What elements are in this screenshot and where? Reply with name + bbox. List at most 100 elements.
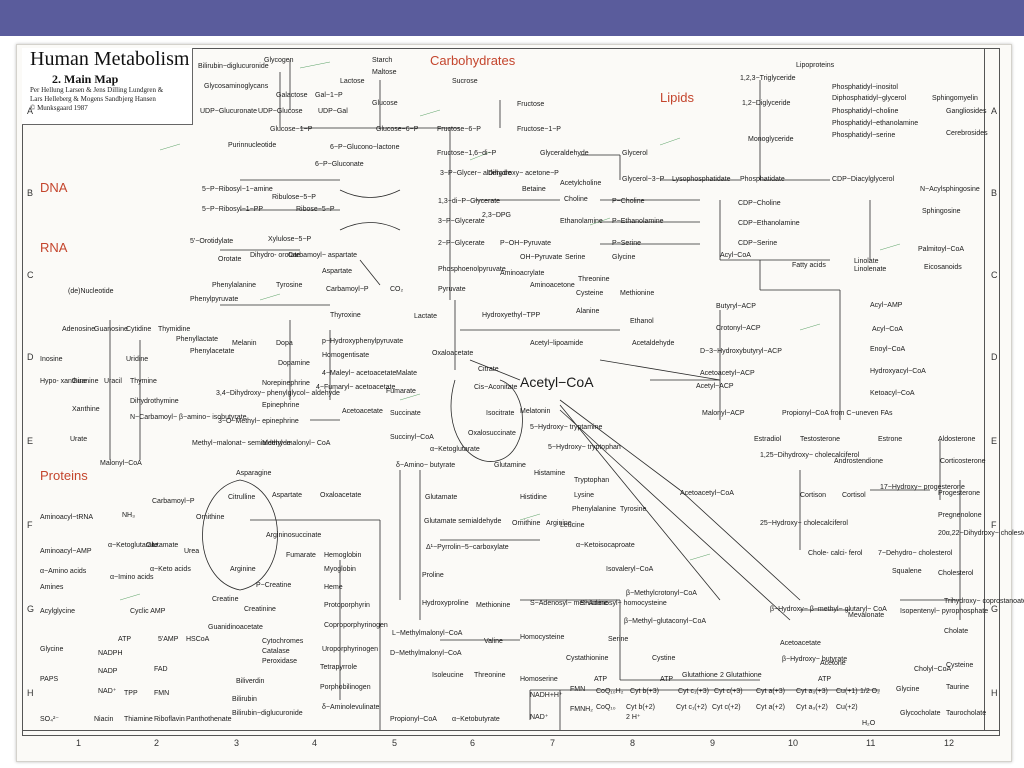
metabolite-bpg: 1,3−di−P−Glycerate — [438, 198, 501, 205]
metabolite-ornithine: Ornithine — [512, 520, 541, 527]
metabolite-lysophosphatidate: Lysophosphatidate — [672, 176, 731, 183]
metabolite-pserine: P−Serine — [612, 240, 641, 247]
metabolite-nad: NAD⁺ — [98, 688, 117, 695]
metabolite-oxaloacetate2: Oxaloacetate — [320, 492, 362, 499]
column-number: 7 — [550, 738, 556, 748]
metabolite-uridine: Uridine — [126, 356, 149, 363]
metabolite-tyrosine2: Tyrosine — [276, 282, 303, 289]
metabolite-atp-c: ATP — [818, 676, 832, 683]
metabolite-porphobilinogen: Porphobilinogen — [320, 684, 371, 691]
metabolite-melatonin: Melatonin — [520, 408, 551, 415]
metabolite-amines: Amines — [40, 584, 64, 591]
metabolite-oxalosuccinate: Oxalosuccinate — [468, 430, 516, 437]
column-number: 10 — [788, 738, 799, 748]
metabolite-glyceraldehyde: Glyceraldehyde — [540, 150, 589, 157]
metabolite-ketoglutarate2: α−Ketoglutarate — [108, 542, 158, 549]
metabolite-nadplus: NAD⁺ — [530, 714, 549, 721]
metabolite-methylmalonatesemialdehyde: Methyl−malonat− semialdehyde — [192, 440, 291, 447]
credits-line: © Munksgaard 1987 — [30, 104, 88, 112]
metabolite-dihydroxycholecalciferol: 1,25−Dihydroxy− cholecalciferol — [760, 452, 860, 459]
row-letter: E — [991, 436, 998, 446]
column-number: 12 — [944, 738, 955, 748]
metabolite-thiamine: Thiamine — [124, 716, 153, 723]
metabolite-taurocholate: Taurocholate — [946, 710, 987, 717]
metabolite-fmn2: FMN — [570, 686, 586, 693]
metabolite-cysteine: Cysteine — [576, 290, 604, 297]
metabolite-xanthine: Xanthine — [72, 406, 100, 413]
metabolite-lysine: Lysine — [574, 492, 594, 499]
metabolite-phosphocholine: Phosphatidyl−choline — [832, 108, 899, 115]
row-letter: D — [991, 352, 998, 362]
right-rule — [984, 48, 985, 730]
metabolite-acetylcholine: Acetylcholine — [560, 180, 602, 187]
metabolite-pg2: 2−P−Glycerate — [438, 240, 485, 247]
metabolite-proline: Proline — [422, 572, 444, 579]
metabolite-trihydroxycoprostanoate: Trihydroxy− coprostanoate — [944, 598, 1024, 605]
bottom-rule — [22, 730, 1000, 731]
metabolite-starch: Starch — [372, 57, 393, 64]
metabolite-ketoacids: α−Keto acids — [150, 566, 191, 573]
metabolite-pregnenolone: Pregnenolone — [938, 512, 982, 519]
metabolite-diphosphatidylglycerol: Diphosphatidyl−glycerol — [832, 95, 907, 102]
metabolite-twoh: 2 H⁺ — [626, 714, 641, 721]
metabolite-androstendione: Androstendione — [834, 458, 884, 465]
metabolite-nadh: NADH+H⁺ — [530, 692, 563, 699]
metabolite-guanidinoacetate: Guanidinoacetate — [208, 624, 263, 631]
metabolite-fructose1p: Fructose−1−P — [517, 126, 561, 133]
metabolite-argininosuccinate: Argininosuccinate — [266, 532, 322, 539]
metabolite-glycogen: Glycogen — [264, 57, 294, 64]
metabolite-fructose16dip: Fructose−1,6−di−P — [437, 150, 497, 157]
metabolite-malate: Malate — [396, 370, 418, 377]
metabolite-coq: CoQ₁₀ — [596, 704, 616, 711]
metabolite-cyta2: Cyt a(+2) — [756, 704, 785, 711]
metabolite-aspartate: Aspartate — [322, 268, 352, 275]
metabolite-thymidine: Thymidine — [158, 326, 191, 333]
metabolite-fad: FAD — [154, 666, 168, 673]
metabolite-cytidine: Cytidine — [126, 326, 152, 333]
metabolite-citrate: Citrate — [478, 366, 499, 373]
section-dna: DNA — [40, 180, 68, 195]
metabolite-hydroxybutyrate: β−Hydroxy− butyrate — [782, 656, 848, 663]
column-number: 8 — [630, 738, 636, 748]
map-subtitle: 2. Main Map — [52, 72, 119, 86]
metabolite-carbamoylaspartate: Carbamoyl− aspartate — [288, 252, 358, 259]
metabolite-lactose: Lactose — [340, 78, 365, 85]
metabolite-hemoglobin: Hemoglobin — [324, 552, 362, 559]
metabolite-tpp: TPP — [124, 690, 138, 697]
row-letter: A — [991, 106, 998, 116]
metabolite-homocysteine: Homocysteine — [520, 634, 565, 641]
metabolite-cyclicamp: Cyclic AMP — [130, 608, 166, 615]
metabolite-prpa: 5−P−Ribosyl−1−amine — [202, 186, 273, 193]
metabolite-phosphoserine: Phosphatidyl−serine — [832, 132, 896, 139]
metabolite-hydroxyprogesterone: 17−Hydroxy− progesterone — [880, 484, 965, 491]
metabolite-phenyllactate: Phenyllactate — [176, 336, 219, 343]
metabolite-hydroxytryptophan: 5−Hydroxy− tryptophan — [548, 444, 621, 451]
metabolite-mevalonate: Mevalonate — [848, 612, 885, 619]
metabolite-aspartate2: Aspartate — [272, 492, 302, 499]
metabolite-norepinephrine: Norepinephrine — [262, 380, 310, 387]
metabolite-thymine: Thymine — [130, 378, 157, 385]
metabolite-pcholine: P−Choline — [612, 198, 645, 205]
metabolite-biliverdin: Biliverdin — [236, 678, 265, 685]
metabolite-pglucono: 6−P−Glucono−lactone — [330, 144, 400, 151]
metabolite-pyrroline: Δ¹−Pyrrolin−5−carboxylate — [426, 544, 509, 551]
metabolite-pep: Phosphoenolpyruvate — [438, 266, 506, 273]
section-proteins: Proteins — [40, 468, 88, 483]
metabolite-fumarate2: Fumarate — [286, 552, 316, 559]
metabolite-heme: Heme — [324, 584, 343, 591]
metabolite-ketoglutarate: α−Ketoglutarate — [430, 446, 480, 453]
metabolite-pethanolamine: P−Ethanolamine — [612, 218, 664, 225]
metabolite-valine: Valine — [484, 638, 503, 645]
metabolite-homogentisate: Homogentisate — [322, 352, 370, 359]
metabolite-peroxidase: Peroxidase — [262, 658, 298, 665]
metabolite-carbamoylp2: Carbamoyl−P — [152, 498, 195, 505]
metabolite-estradiol: Estradiol — [754, 436, 782, 443]
metabolite-dihydrothymine: Dihydrothymine — [130, 398, 179, 405]
metabolite-co2: CO₂ — [390, 286, 404, 293]
metabolite-diglyceride: 1,2−Diglyceride — [742, 100, 791, 107]
metabolite-isovalerylcoa: Isovaleryl−CoA — [606, 566, 654, 573]
metabolite-arginine: Arginine — [546, 520, 572, 527]
metabolite-corticosterone: Corticosterone — [940, 458, 986, 465]
map-credits: Per Hellung Larsen & Jens Dilling Lundgr… — [30, 86, 188, 113]
metabolite-citrulline: Citrulline — [228, 494, 256, 501]
